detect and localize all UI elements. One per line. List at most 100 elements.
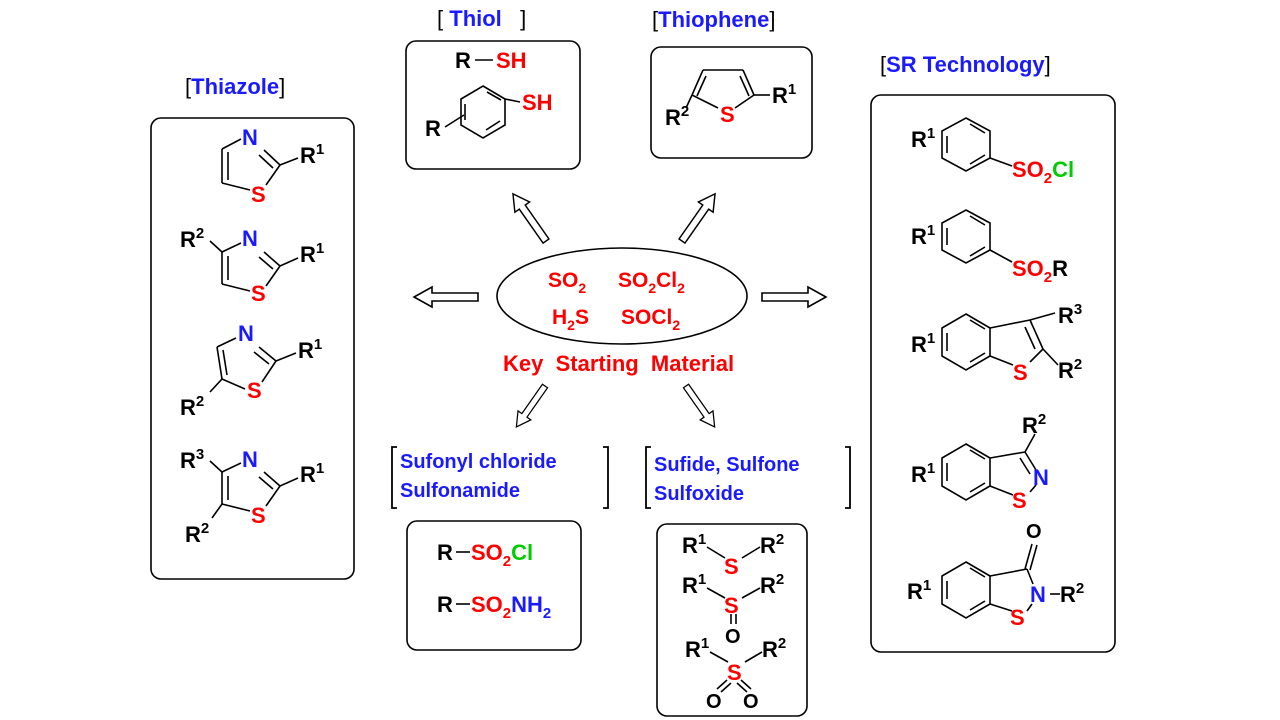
thiazole-4: N S R1 R3 R2: [180, 446, 324, 547]
sr-3-s: S: [1013, 360, 1028, 385]
sulfide-line1: Sufide, Sulfone: [654, 454, 800, 476]
thiophene-s: S: [720, 102, 735, 127]
thiol-aryl-r: R: [425, 116, 441, 141]
sulfide-brackets: [645, 446, 851, 509]
sulfonamide: R SO2NH2: [437, 592, 551, 622]
bracket-left: [: [437, 6, 444, 31]
sr-technology-box: [870, 94, 1116, 653]
sulfone-r2: R2: [762, 635, 786, 662]
thiol-aryl-sh: SH: [522, 90, 553, 115]
reagent-h2s: H2S: [552, 306, 589, 333]
reagents: SO2 SO2Cl2 H2S SOCl2: [548, 269, 685, 333]
header-sulfide: Sufide, Sulfone Sulfoxide: [654, 451, 800, 509]
sulfide-r1: R1: [682, 531, 706, 558]
thiol-r: R: [455, 48, 471, 73]
thiazole-2-s: S: [251, 281, 266, 306]
header-sulfonyl: Sufonyl chloride Sulfonamide: [400, 448, 557, 506]
header-thiophene: [Thiophene]: [652, 7, 775, 33]
thiol-alkyl: R SH: [455, 48, 527, 73]
header-thiazole: [Thiazole]: [185, 74, 285, 100]
sr-benzisothiazole: R1 S N R2: [911, 411, 1049, 513]
sr-1-r1: R1: [911, 125, 935, 152]
sulfoxide-o: O: [725, 626, 741, 648]
thiol-sh: SH: [496, 48, 527, 73]
thiol-label: Thiol: [449, 6, 502, 31]
thiazole-box: [150, 117, 355, 580]
sr-aryl-sulfonyl-chloride: R1 SO2Cl: [911, 117, 1074, 187]
sulfide-box: [656, 523, 808, 717]
thiazole-1: N S R1: [221, 125, 324, 207]
sr-aryl-sulfone: R1 SO2R: [911, 209, 1068, 286]
thiophene-box: [650, 46, 813, 159]
thiazole-label: Thiazole: [191, 74, 280, 99]
arrow-to-thiol: [504, 187, 555, 247]
thiazole-3-s: S: [247, 378, 262, 403]
thiophene-ring: [685, 69, 770, 109]
thiazole-2-n: N: [242, 226, 258, 251]
sulfonamide-r: R: [437, 592, 453, 617]
thiazole-4-r1: R1: [300, 460, 324, 487]
bracket-right: ]: [279, 74, 286, 99]
sulfonyl-brackets: [391, 446, 609, 509]
thiazole-4-r3: R3: [180, 446, 204, 473]
header-sr-technology: [SR Technology]: [880, 52, 1051, 78]
bracket-right: ]: [1044, 52, 1051, 77]
thiazole-2-r2: R2: [180, 225, 204, 252]
sulfonamide-formula: SO2NH2: [471, 592, 551, 622]
thiazole-3-r2: R2: [180, 393, 204, 420]
reagent-socl2: SOCl2: [621, 306, 680, 333]
arrow-to-sulfide: [678, 380, 722, 432]
sr-4-n: N: [1033, 465, 1049, 490]
bracket-right: ]: [520, 6, 527, 31]
bracket-left: [: [652, 7, 659, 32]
sr-benzothiophene: R1 S R3 R2: [911, 301, 1082, 385]
thiazole-4-n: N: [242, 447, 258, 472]
sr-2-so2r: SO2R: [1012, 256, 1068, 286]
sr-4-s: S: [1012, 488, 1027, 513]
sr-3-r2: R2: [1058, 356, 1082, 383]
sr-5-r1: R1: [907, 577, 931, 604]
thiazole-2: N S R1 R2: [180, 225, 324, 306]
arrow-to-thiophene: [673, 187, 724, 247]
thiazole-2-r1: R1: [300, 240, 324, 267]
sulfonyl-chloride-formula: SO2Cl: [471, 540, 533, 570]
thiazole-1-s: S: [251, 182, 266, 207]
thiazole-3-r1: R1: [298, 336, 322, 363]
sulfonyl-line1: Sufonyl chloride: [400, 451, 557, 473]
sr-5-r2: R2: [1060, 580, 1084, 607]
reagent-so2cl2: SO2Cl2: [618, 269, 685, 296]
thiazole-3: N S R1 R2: [180, 321, 322, 420]
starting-material-caption: Key Starting Material: [503, 351, 734, 376]
sr-5-n: N: [1030, 582, 1046, 607]
sr-5-s: S: [1010, 605, 1025, 630]
header-thiol: [ Thiol ]: [437, 6, 526, 32]
starting-material-ellipse: [496, 247, 748, 345]
sr-benzisothiazolone: R1 S N O R2: [907, 521, 1084, 630]
sr-technology-label: SR Technology: [886, 52, 1045, 77]
sr-2-r1: R1: [911, 222, 935, 249]
bracket-left: [: [185, 74, 192, 99]
sulfone-r1: R1: [685, 635, 709, 662]
thiol-aryl: [444, 85, 521, 139]
arrow-to-thiazole: [413, 286, 479, 308]
arrow-to-sr-technology: [761, 286, 827, 308]
sulfonyl-chloride-r: R: [437, 540, 453, 565]
sr-4-r1: R1: [911, 460, 935, 487]
sr-1-so2cl: SO2Cl: [1012, 157, 1074, 187]
thiazole-4-r2: R2: [185, 520, 209, 547]
thiophene-r2: R2: [665, 103, 689, 130]
sulfonyl-chloride: R SO2Cl: [437, 540, 533, 570]
sr-4-r2: R2: [1022, 411, 1046, 438]
sulfone-o-left: O: [706, 691, 722, 713]
thiazole-4-s: S: [251, 503, 266, 528]
arrow-to-sulfonyl: [509, 380, 553, 432]
sulfoxide-r1: R1: [682, 571, 706, 598]
sr-3-r3: R3: [1058, 301, 1082, 328]
sulfone-o-right: O: [743, 691, 759, 713]
sr-5-o: O: [1026, 521, 1042, 543]
sulfide-r2: R2: [760, 531, 784, 558]
thiol-box: [405, 40, 581, 170]
thiophene-label: Thiophene: [658, 7, 770, 32]
